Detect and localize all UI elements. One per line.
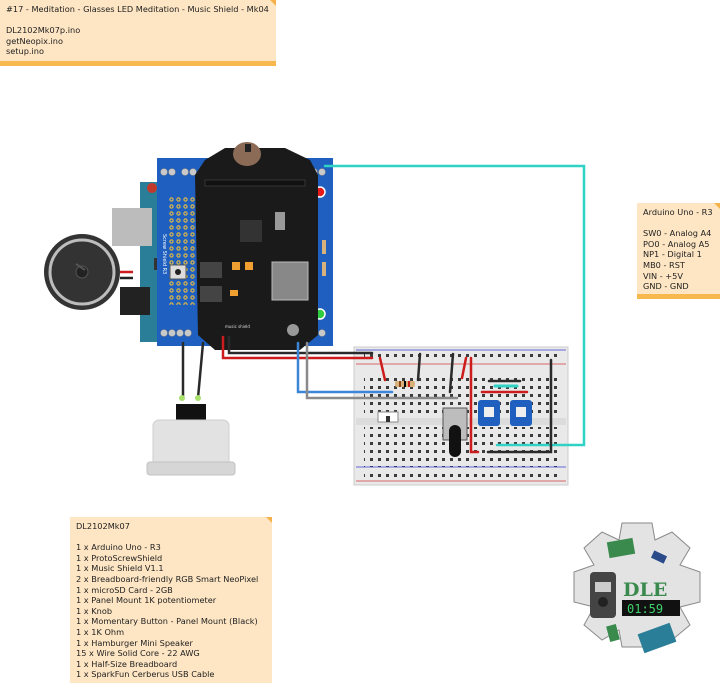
pin-mapping: SW0 - Analog A4 [643,228,712,239]
music-shield: music shield [195,142,318,350]
note-fold-corner [714,203,720,209]
title-heading: #17 - Meditation - Glasses LED Meditatio… [6,4,269,14]
file-name: DL2102Mk07p.ino [6,25,81,36]
file-name: getNeopix.ino [6,35,64,46]
bom-item: 1 x Momentary Button - Panel Mount (Blac… [76,616,258,627]
mini-speaker [44,234,133,310]
pin-mapping: PO0 - Analog A5 [643,238,710,249]
bom-item: 1 x ProtoScrewShield [76,552,163,563]
bill-of-materials-note: DL2102Mk07 1 x Arduino Uno - R3 1 x Prot… [70,517,272,683]
dle-logo: DLE 01:59 [573,522,701,654]
bom-item: 1 x SparkFun Cerberus USB Cable [76,669,215,680]
bom-item: 1 x Knob [76,605,113,616]
wires [181,164,586,454]
bom-item: 1 x Arduino Uno - R3 [76,542,161,553]
logo-text: DLE [623,579,667,601]
file-name: setup.ino [6,46,44,57]
bom-item: 1 x 1K Ohm [76,626,125,637]
wire-button-2 [196,341,205,400]
pin-mapping: VIN - +5V [643,270,683,281]
wire-black-gnd [227,335,374,355]
wire-blue-a4 [296,341,394,394]
pin-mapping: NP1 - Digital 1 [643,249,702,260]
half-size-breadboard [353,346,569,486]
pin-note-heading: Arduino Uno - R3 [643,207,713,217]
bom-item: 1 x Half-Size Breadboard [76,658,178,669]
wire-cyan-d1 [323,164,586,447]
bom-item: 1 x microSD Card - 2GB [76,584,173,595]
note-fold-corner [266,517,272,523]
bom-item: 1 x Panel Mount 1K potentiometer [76,595,217,606]
note-fold-corner [270,0,276,6]
neopixel-1 [478,400,500,426]
pin-mapping: GND - GND [643,281,689,292]
bom-item: 1 x Hamburger Mini Speaker [76,637,193,648]
neopixel-2 [510,400,532,426]
momentary-button-panel-mount [146,395,236,476]
bom-heading: DL2102Mk07 [76,521,130,531]
bom-item: 15 x Wire Solid Core - 22 AWG [76,648,200,659]
bom-item: 1 x Music Shield V1.1 [76,563,164,574]
wire-red-vin [221,335,374,360]
title-note: #17 - Meditation - Glasses LED Meditatio… [0,0,276,66]
bom-item: 2 x Breadboard-friendly RGB Smart NeoPix… [76,573,259,584]
wire-gray-a5 [305,341,459,400]
shield-label: Screw Shield R3 [161,234,167,274]
panel-potentiometer [442,407,468,457]
pin-mapping-note: Arduino Uno - R3 SW0 - Analog A4 PO0 - A… [637,203,720,299]
logo-display: 01:59 [627,602,663,616]
pin-mapping: MB0 - RST [643,259,685,270]
music-shield-label: music shield [225,324,250,329]
